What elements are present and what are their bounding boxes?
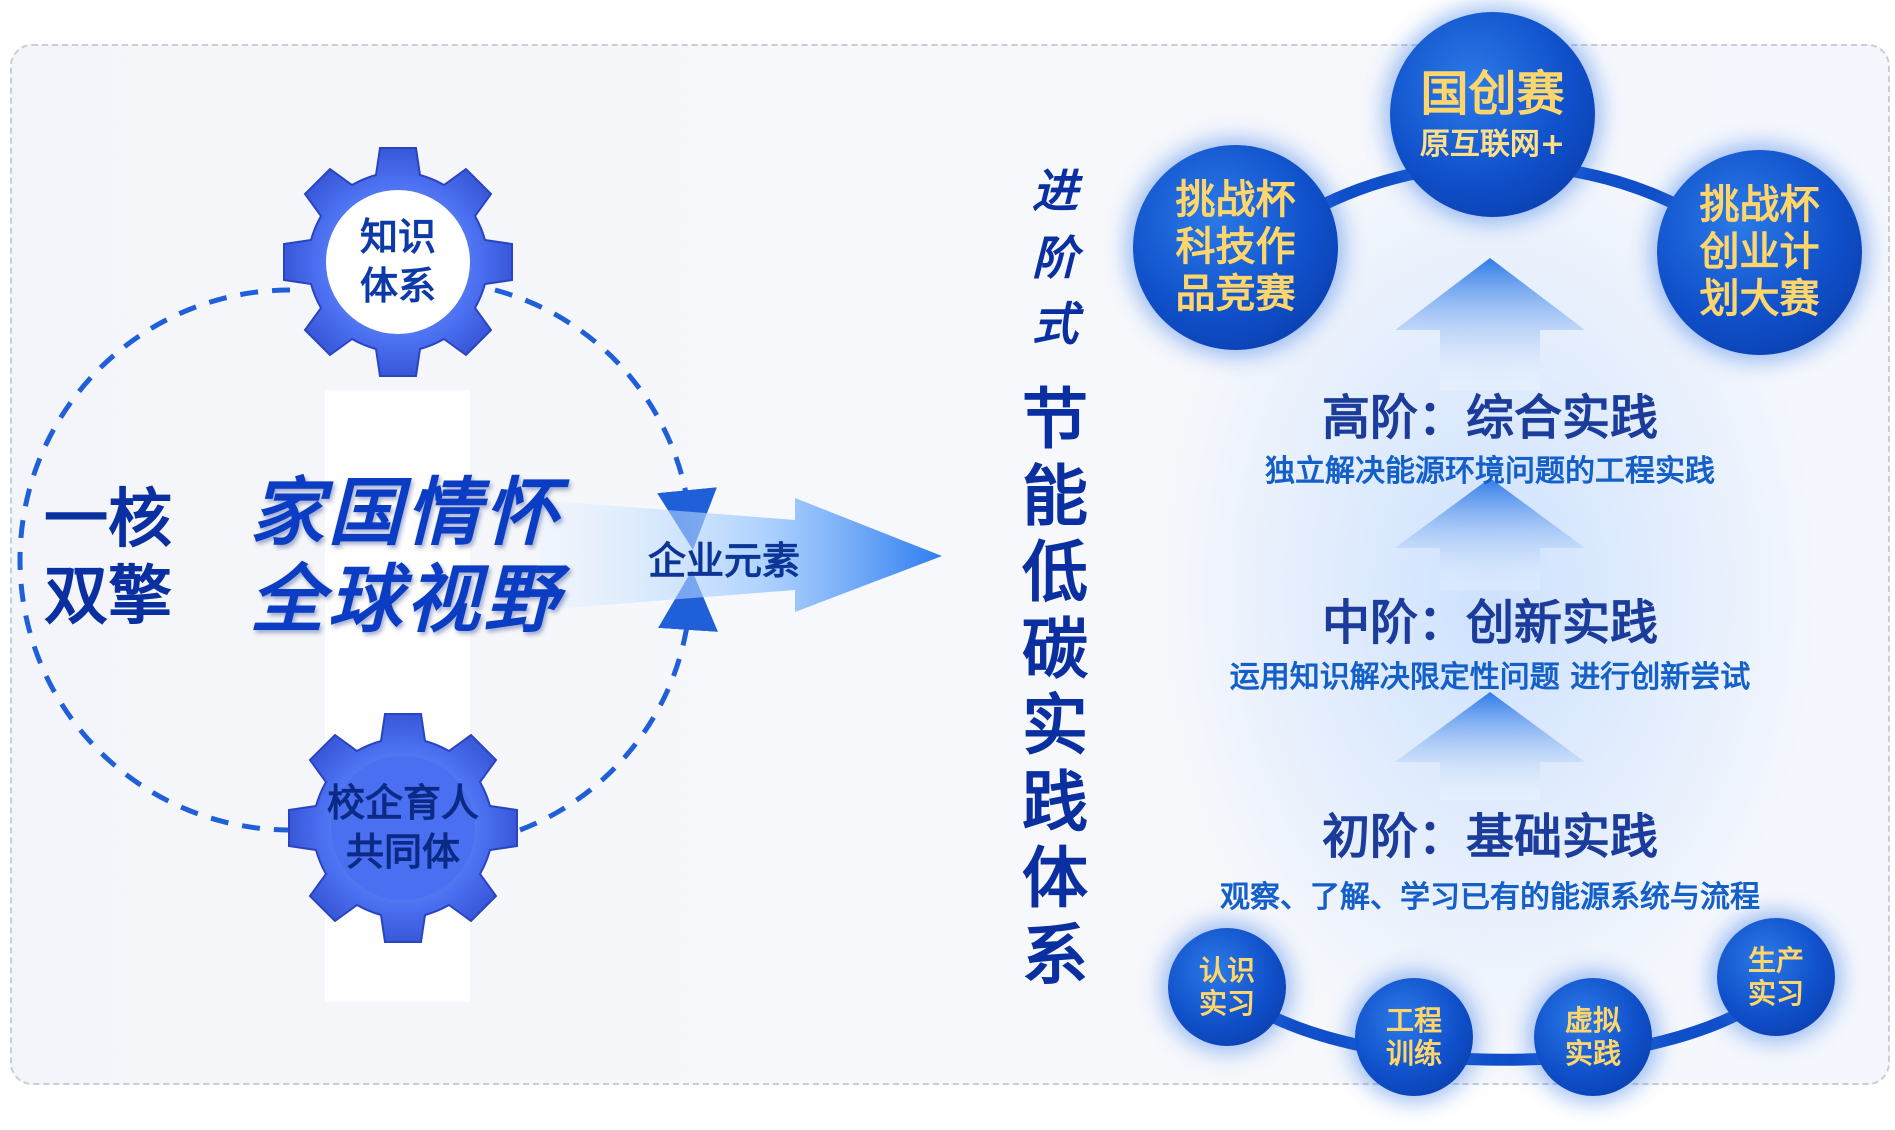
gear-community-icon	[288, 713, 518, 943]
level-high-desc: 独立解决能源环境问题的工程实践	[1265, 454, 1715, 489]
enterprise-element-label: 企业元素	[648, 539, 801, 583]
gear-knowledge-icon	[283, 147, 513, 377]
competition-tiaozhan-tech: 挑战杯 科技作 品竞赛	[1133, 145, 1338, 350]
gear-knowledge-label: 知识 体系	[328, 192, 468, 332]
up-arrow-low	[1395, 692, 1585, 800]
gear-knowledge-line2: 体系	[359, 264, 436, 308]
slogan: 家国情怀 全球视野	[250, 470, 562, 645]
vertical-title-main: 节 能 低 碳 实 践 体 系	[1022, 381, 1088, 994]
practice-engineering: 工程 训练	[1355, 978, 1473, 1096]
enterprise-arrow	[540, 498, 942, 612]
level-mid-title: 中阶：创新实践	[1321, 595, 1658, 651]
slogan-line1: 家国情怀	[250, 470, 562, 556]
gear-knowledge-line1: 知识	[359, 215, 436, 260]
practice-virtual: 虚拟 实践	[1534, 978, 1652, 1096]
up-arrow-mid	[1395, 478, 1585, 590]
dashed-arrow-top	[494, 287, 717, 550]
core-title: 一核 双擎	[44, 482, 172, 636]
up-arrow-top	[1395, 258, 1585, 390]
core-line1: 一核	[44, 483, 172, 557]
practice-ring	[1226, 985, 1779, 1066]
practice-cognition: 认识 实习	[1168, 928, 1286, 1046]
competition-tiaozhan-startup: 挑战杯 创业计 划大赛	[1657, 150, 1862, 355]
core-line2: 双擎	[44, 559, 172, 634]
competition-guochuang: 国创赛 原互联网+	[1390, 12, 1595, 217]
practice-production: 生产 实习	[1717, 918, 1835, 1036]
gear-community-label: 校企育人 共同体	[303, 758, 503, 898]
gear-community-line2: 共同体	[345, 830, 460, 874]
level-basic-title: 初阶：基础实践	[1321, 809, 1658, 865]
level-high-title: 高阶：综合实践	[1321, 390, 1658, 446]
dashed-arrow-bottom	[519, 570, 718, 833]
vertical-title-prefix: 进 阶 式	[1032, 164, 1078, 352]
gear-community-line1: 校企育人	[326, 781, 479, 826]
level-basic-desc: 观察、了解、学习已有的能源系统与流程	[1220, 880, 1760, 915]
dashed-loop-left	[17, 287, 291, 833]
slogan-line2: 全球视野	[250, 557, 562, 644]
level-mid-desc: 运用知识解决限定性问题 进行创新尝试	[1229, 660, 1751, 695]
